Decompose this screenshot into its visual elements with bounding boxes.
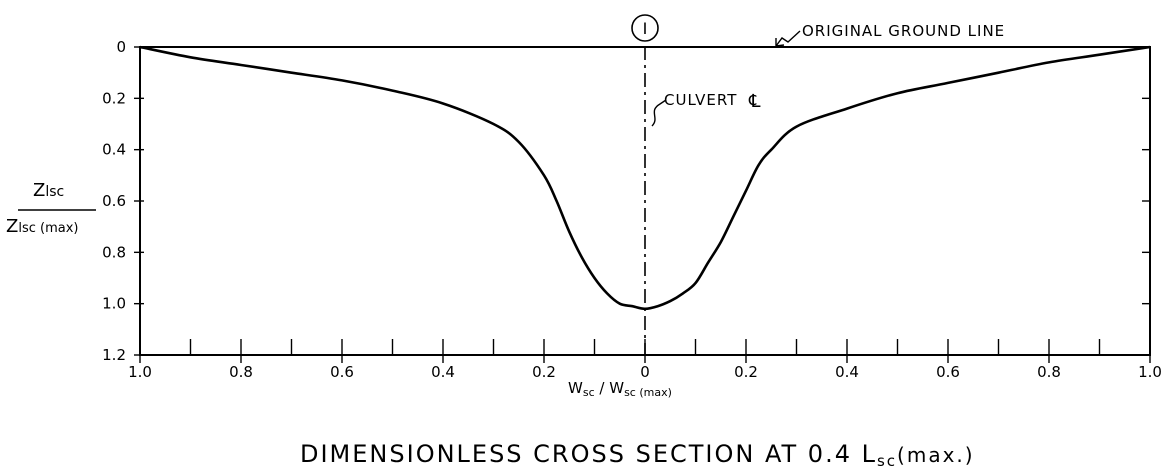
centerline-circle-marker: I: [631, 14, 659, 42]
x-tick-label: 0: [640, 363, 650, 381]
x-tick-label: 1.0: [128, 363, 152, 381]
x-axis-label: Wsc / Wsc (max): [568, 379, 672, 399]
y-axis-label: Zlsc Zlsc (max): [6, 180, 96, 237]
ground-line-label: ORIGINAL GROUND LINE: [802, 22, 1005, 40]
y-tick-label: 0: [116, 38, 126, 56]
x-tick-label: 0.2: [532, 363, 556, 381]
y-tick-label: 1.2: [102, 346, 126, 364]
y-tick-label: 0.8: [102, 243, 126, 261]
x-tick-label: 0.6: [330, 363, 354, 381]
x-major-ticks: [139, 355, 1151, 363]
culvert-leader: [651, 99, 667, 127]
x-tick-label: 0.4: [431, 363, 455, 381]
x-tick-label: 1.0: [1138, 363, 1162, 381]
ground-line-arrowhead: [775, 38, 785, 47]
y-tick-label: 0.4: [102, 141, 126, 159]
x-tick-labels: 1.0 0.8 0.6 0.4 0.2 0 0.2 0.4 0.6 0.8 1.0: [128, 363, 1162, 381]
cross-section-curve: [139, 45, 1151, 311]
x-minor-ticks: [189, 339, 1101, 355]
centerline-symbol: ℄: [748, 91, 761, 112]
y-tick-label: 0.6: [102, 192, 126, 210]
y-tick-label: 0.2: [102, 89, 126, 107]
y-tick-label: 1.0: [102, 295, 126, 313]
x-tick-label: 0.8: [229, 363, 253, 381]
y-tick-labels: 0 0.2 0.4 0.6 0.8 1.0 1.2: [102, 38, 126, 364]
x-tick-label: 0.4: [835, 363, 859, 381]
ground-line-leader-arrow: [775, 30, 801, 47]
circle-marker-label: I: [643, 19, 648, 38]
chart-title: DIMENSIONLESS CROSS SECTION AT 0.4 Lsc(m…: [300, 440, 975, 470]
y-label-numerator: Zlsc: [33, 180, 64, 201]
x-tick-label: 0.6: [936, 363, 960, 381]
x-tick-label: 0.8: [1037, 363, 1061, 381]
x-tick-label: 0.2: [734, 363, 758, 381]
culvert-label: CULVERT: [664, 91, 737, 109]
y-label-denominator: Zlsc (max): [6, 216, 78, 237]
